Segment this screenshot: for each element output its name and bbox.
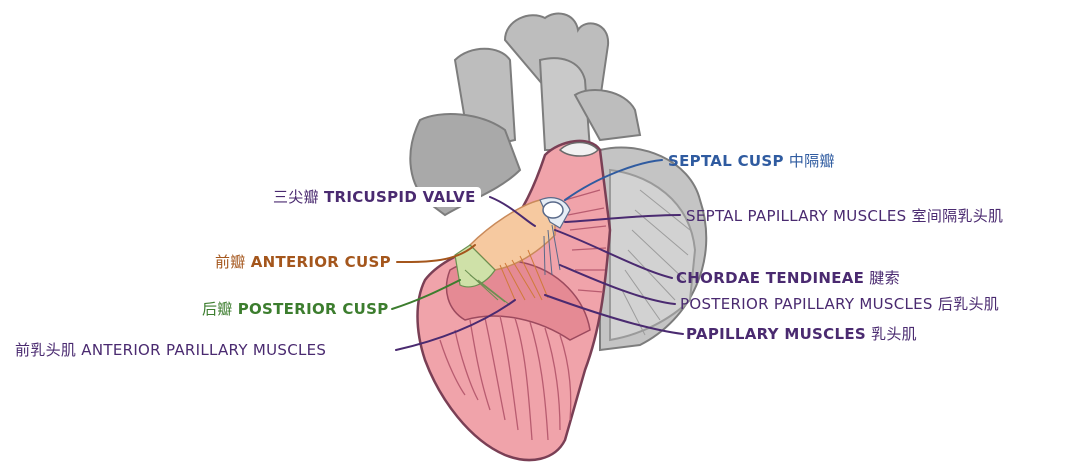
papillary-cn: 乳头肌 xyxy=(871,325,917,343)
anterior-papillary-label: 前乳头肌 ANTERIOR PARILLARY MUSCLES xyxy=(15,341,326,359)
papillary-en: PAPILLARY MUSCLES xyxy=(686,325,866,343)
tricuspid-valve-label: 三尖瓣 TRICUSPID VALVE xyxy=(268,187,481,207)
anterior-cusp-en: ANTERIOR CUSP xyxy=(250,253,391,271)
valve-leaflets xyxy=(454,197,571,306)
septal-papillary-cn: 室间隔乳头肌 xyxy=(911,207,1004,225)
papillary-label: PAPILLARY MUSCLES 乳头肌 xyxy=(686,325,917,343)
gray-muscle-texture xyxy=(621,189,691,336)
septal-cusp-label: SEPTAL CUSP 中隔瓣 xyxy=(668,152,835,170)
septal-cusp-cn: 中隔瓣 xyxy=(788,152,835,170)
tricuspid-valve-cn: 三尖瓣 xyxy=(273,188,319,206)
posterior-papillary-en: POSTERIOR PAPILLARY MUSCLES xyxy=(680,295,933,313)
chordae-cn: 腱索 xyxy=(869,269,900,287)
posterior-papillary-cn: 后乳头肌 xyxy=(937,295,1000,313)
posterior-cusp-cn: 后瓣 xyxy=(202,300,233,318)
septal-papillary-en: SEPTAL PAPILLARY MUSCLES xyxy=(686,207,907,225)
septal-papillary-label: SEPTAL PAPILLARY MUSCLES 室间隔乳头肌 xyxy=(686,207,1003,225)
posterior-papillary-label: POSTERIOR PAPILLARY MUSCLES 后乳头肌 xyxy=(680,295,999,313)
anterior-cusp-label: 前瓣 ANTERIOR CUSP xyxy=(215,253,391,271)
posterior-cusp-en: POSTERIOR CUSP xyxy=(237,300,389,318)
anterior-cusp-cn: 前瓣 xyxy=(215,253,246,271)
chordae-en: CHORDAE TENDINEAE xyxy=(676,269,865,287)
septal-cusp-en: SEPTAL CUSP xyxy=(668,152,784,170)
leader-lines xyxy=(391,159,684,351)
vessel-opening xyxy=(558,141,600,157)
tricuspid-valve-en: TRICUSPID VALVE xyxy=(323,188,476,206)
anterior-papillary-cn: 前乳头肌 xyxy=(15,341,77,359)
anterior-papillary-en: ANTERIOR PARILLARY MUSCLES xyxy=(81,341,327,359)
chordae-label: CHORDAE TENDINEAE 腱索 xyxy=(676,269,900,287)
posterior-cusp-label: 后瓣 POSTERIOR CUSP xyxy=(202,300,389,318)
